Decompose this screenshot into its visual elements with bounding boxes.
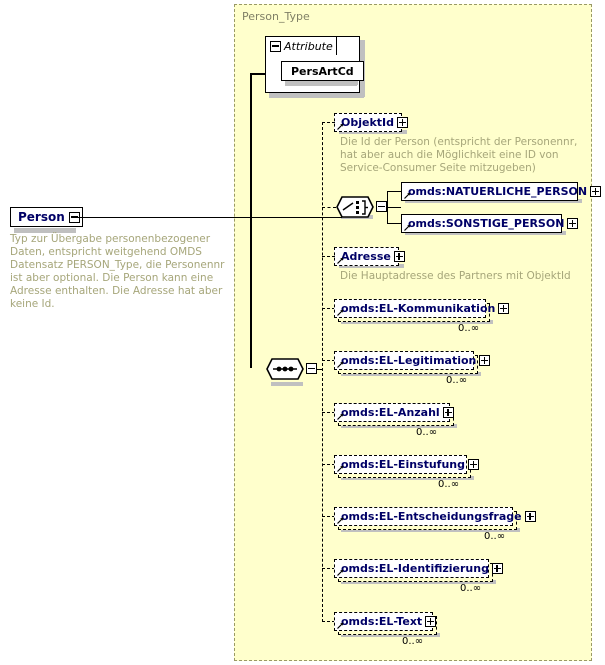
root-element-label: Person [18,210,65,224]
plus-icon[interactable] [393,251,405,262]
complextype-title: Person_Type [242,10,310,23]
connector-sequence-stem [317,369,323,370]
attribute-item-persartcd[interactable]: PersArtCd [281,61,364,81]
root-node-shadow [14,228,76,233]
connector-to-el-anzahl [322,412,335,413]
plus-icon[interactable] [442,407,454,418]
element-natuerliche-person[interactable]: omds:NATUERLICHE_PERSON [401,182,602,201]
element-sonstige-person[interactable]: omds:SONSTIGE_PERSON [401,214,579,233]
plus-icon[interactable] [468,459,480,470]
connector-to-objektid [322,122,335,123]
plus-icon[interactable] [524,511,536,522]
connector-to-el-identifizierung [322,568,335,569]
plus-icon[interactable] [397,117,408,128]
element-label: omds:EL-Einstufung [341,458,466,471]
element-el-einstufung[interactable]: omds:EL-Einstufung [334,455,480,474]
element-label: Adresse [341,250,391,263]
sequence-compositor-icon[interactable] [266,358,304,380]
connector-to-el-kommunikation [322,308,335,309]
element-documentation-adresse: Die Hauptadresse des Partners mit Objekt… [340,270,571,282]
element-label: omds:EL-Legitimation [341,354,477,367]
element-shadow [341,528,520,532]
root-element-person[interactable]: Person [10,207,83,227]
element-label: omds:EL-Text [341,615,423,628]
plus-icon[interactable] [498,303,510,314]
element-el-entscheidungsfrage[interactable]: omds:EL-Entscheidungsfrage [334,507,536,526]
attribute-group-tab[interactable]: Attribute [265,36,337,55]
attribute-group-label: Attribute [284,39,333,53]
element-el-text[interactable]: omds:EL-Text [334,612,437,631]
connector-attr-to-sequence-vertical [250,73,252,368]
attribute-group-shadow [269,93,364,98]
connector-root-to-choice [75,217,342,218]
plus-icon[interactable] [425,616,437,627]
plus-icon[interactable] [479,355,491,366]
cardinality-label: 0..∞ [416,427,438,438]
connector-to-el-einstufung [322,464,335,465]
connector-to-choice [322,207,336,208]
element-adresse[interactable]: Adresse [334,247,405,266]
complextype-container [234,4,592,661]
element-shadow [341,633,440,637]
element-label: omds:EL-Entscheidungsfrage [341,510,522,523]
plus-icon[interactable] [567,218,579,229]
root-documentation: Typ zur Übergabe personenbezogener Daten… [10,233,225,310]
connector-to-el-text [322,621,335,622]
element-el-anzahl[interactable]: omds:EL-Anzahl [334,403,454,422]
element-shadow [405,199,582,203]
connector-choice-branch-1 [387,191,401,192]
element-shadow [339,130,407,134]
sequence-compositor-shadow [271,382,303,386]
attribute-item-label: PersArtCd [291,64,354,78]
element-label: omds:NATUERLICHE_PERSON [408,185,588,198]
connector-attr-stem [250,73,266,75]
element-label: omds:EL-Anzahl [341,406,440,419]
connector-choice-branch-2 [387,223,401,224]
element-shadow [341,424,457,428]
element-shadow [339,264,404,268]
connector-to-el-entscheidungsfrage [322,516,335,517]
cardinality-label: 0..∞ [458,323,480,334]
cardinality-label: 0..∞ [438,479,460,490]
connector-to-el-legitimation [322,360,335,361]
minus-icon[interactable] [270,40,281,52]
cardinality-label: 0..∞ [484,531,506,542]
choice-compositor-collapse-button[interactable] [376,201,387,212]
element-shadow [341,320,493,324]
element-el-identifizierung[interactable]: omds:EL-Identifizierung [334,559,503,578]
element-el-legitimation[interactable]: omds:EL-Legitimation [334,351,491,370]
element-shadow [405,231,566,235]
element-label: omds:EL-Kommunikation [341,302,496,315]
element-label: ObjektId [341,116,394,129]
element-shadow [341,580,496,584]
element-label: omds:SONSTIGE_PERSON [408,217,565,230]
cardinality-label: 0..∞ [446,375,468,386]
cardinality-label: 0..∞ [460,583,482,594]
connector-choice-stem [387,207,401,208]
element-documentation-objektid: Die Id der Person (entspricht der Person… [340,136,578,174]
element-el-kommunikation[interactable]: omds:EL-Kommunikation [334,299,510,318]
plus-icon[interactable] [491,563,503,574]
sequence-compositor-collapse-button[interactable] [306,363,317,374]
connector-to-adresse [322,256,335,257]
choice-compositor-icon[interactable] [336,196,374,218]
element-shadow [341,476,474,480]
element-shadow [341,372,481,376]
element-label: omds:EL-Identifizierung [341,562,489,575]
cardinality-label: 0..∞ [402,636,424,647]
connector-choice-vertical [387,191,388,224]
attribute-item-shadow [285,81,357,86]
element-objektid[interactable]: ObjektId [334,113,408,132]
connector-sequence-spine [322,122,323,622]
plus-icon[interactable] [590,186,602,197]
